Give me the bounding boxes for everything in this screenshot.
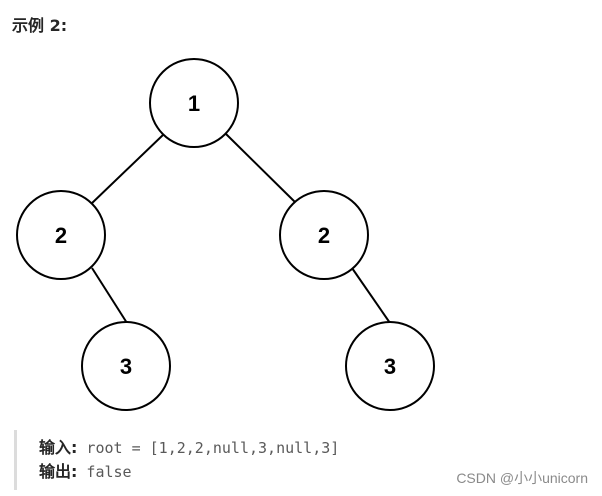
- example-heading: 示例 2:: [12, 16, 68, 35]
- node-label-root: 1: [188, 91, 200, 116]
- node-label-right: 2: [318, 223, 330, 248]
- tree-node-right-child: 3: [345, 321, 435, 411]
- edge-root-left: [89, 133, 165, 206]
- tree-node-left: 2: [16, 190, 106, 280]
- tree-node-right: 2: [279, 190, 369, 280]
- example-code-block: 输入: root = [1,2,2,null,3,null,3] 输出: fal…: [14, 430, 594, 490]
- input-label: 输入:: [39, 438, 78, 457]
- node-label-right-child: 3: [384, 354, 396, 379]
- edge-left-child: [91, 267, 128, 324]
- edge-right-child: [351, 267, 391, 324]
- node-label-left-child: 3: [120, 354, 132, 379]
- tree-node-root: 1: [149, 58, 239, 148]
- output-line: 输出: false: [39, 460, 594, 484]
- output-label: 输出:: [39, 462, 78, 481]
- input-value: root = [1,2,2,null,3,null,3]: [77, 439, 340, 457]
- tree-node-left-child: 3: [81, 321, 171, 411]
- node-label-left: 2: [55, 223, 67, 248]
- input-line: 输入: root = [1,2,2,null,3,null,3]: [39, 436, 594, 460]
- binary-tree-diagram: 1 2 2 3 3: [16, 58, 435, 411]
- edge-root-right: [225, 133, 299, 206]
- csdn-watermark: CSDN @小小unicorn: [456, 470, 588, 486]
- output-value: false: [77, 463, 132, 481]
